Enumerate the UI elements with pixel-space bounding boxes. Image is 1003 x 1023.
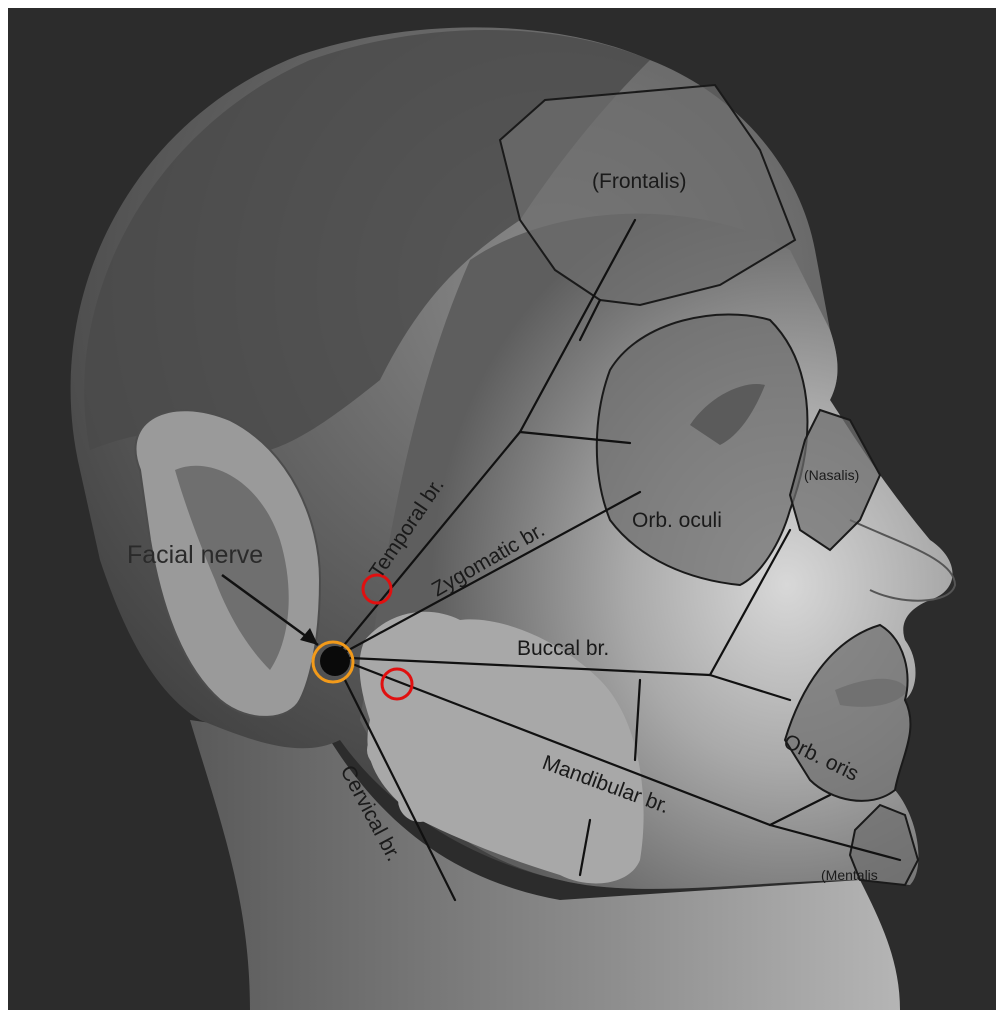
facial-nerve-label: Facial nerve [127, 541, 263, 569]
buccal-branch-label: Buccal br. [517, 637, 609, 660]
facial-nerve-origin-dot [320, 646, 350, 676]
orb-oculi-label: Orb. oculi [632, 509, 722, 532]
frontalis-label: (Frontalis) [592, 170, 687, 193]
mentalis-label: (Mentalis [821, 867, 878, 883]
nasalis-label: (Nasalis) [804, 467, 859, 483]
